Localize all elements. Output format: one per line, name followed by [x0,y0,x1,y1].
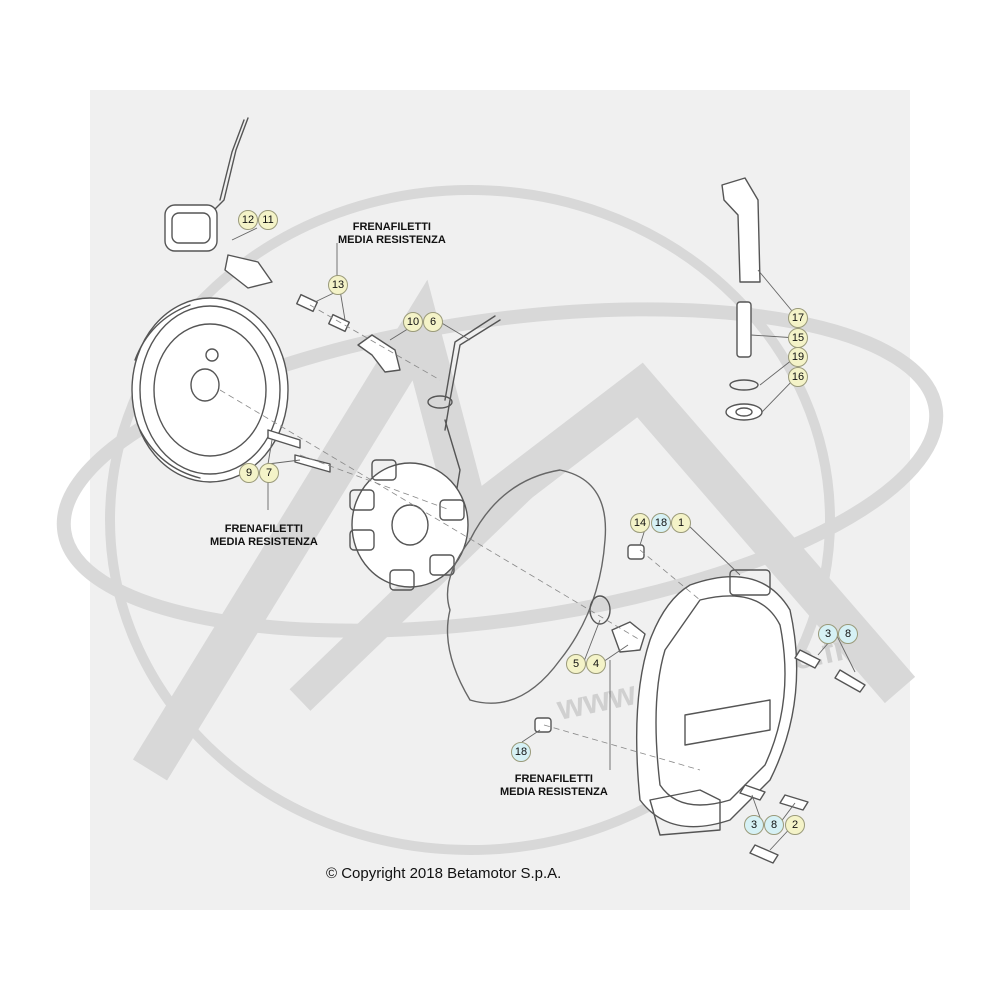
threadlock-top-line1: FRENAFILETTI [352,221,431,233]
copyright-notice: © Copyright 2018 Betamotor S.p.A. [326,865,562,882]
threadlock-label-top: FRENAFILETTI MEDIA RESISTENZA [338,221,446,247]
callout-8-upper: 8 [838,624,858,644]
flywheel-rotor [131,297,289,483]
cover-gasket [446,469,607,704]
pickup-sensor [164,117,273,289]
callout-8-lower: 8 [764,815,784,835]
callout-19: 19 [788,347,808,367]
callout-1: 1 [671,513,691,533]
threadlock-bottom-line2: MEDIA RESISTENZA [500,786,608,798]
callout-4: 4 [586,654,606,674]
callout-9: 9 [239,463,259,483]
watermark [56,185,944,855]
callout-18-lower: 18 [511,742,531,762]
callout-7: 7 [259,463,279,483]
callout-11: 11 [258,210,278,230]
callout-18-upper: 18 [651,513,671,533]
threadlock-left-line2: MEDIA RESISTENZA [210,536,318,548]
threadlock-bottom-line1: FRENAFILETTI [514,773,593,785]
bolts-9-7 [267,429,331,473]
callout-16: 16 [788,367,808,387]
callout-12: 12 [238,210,258,230]
ignition-cover [635,569,798,836]
callout-17: 17 [788,308,808,328]
threadlock-top-line2: MEDIA RESISTENZA [338,234,446,246]
dowel-pin [627,544,645,560]
stator [349,315,501,591]
callout-3-upper: 3 [818,624,838,644]
threadlock-left-line1: FRENAFILETTI [224,523,303,535]
callout-5: 5 [566,654,586,674]
threadlock-label-bottom: FRENAFILETTI MEDIA RESISTENZA [500,773,608,799]
callout-3-lower: 3 [744,815,764,835]
cover-bolts [739,649,866,864]
callout-10: 10 [403,312,423,332]
callout-14: 14 [630,513,650,533]
callout-2: 2 [785,815,805,835]
callout-13: 13 [328,275,348,295]
dowel-pin-lower [534,717,552,733]
flange-nut [611,621,646,653]
callout-15: 15 [788,328,808,348]
bolts-13 [296,293,350,333]
threadlock-label-left: FRENAFILETTI MEDIA RESISTENZA [210,523,318,549]
callout-6: 6 [423,312,443,332]
cable-clip [357,334,401,373]
spark-plug-group [721,177,763,421]
assembly-axes [219,304,701,771]
